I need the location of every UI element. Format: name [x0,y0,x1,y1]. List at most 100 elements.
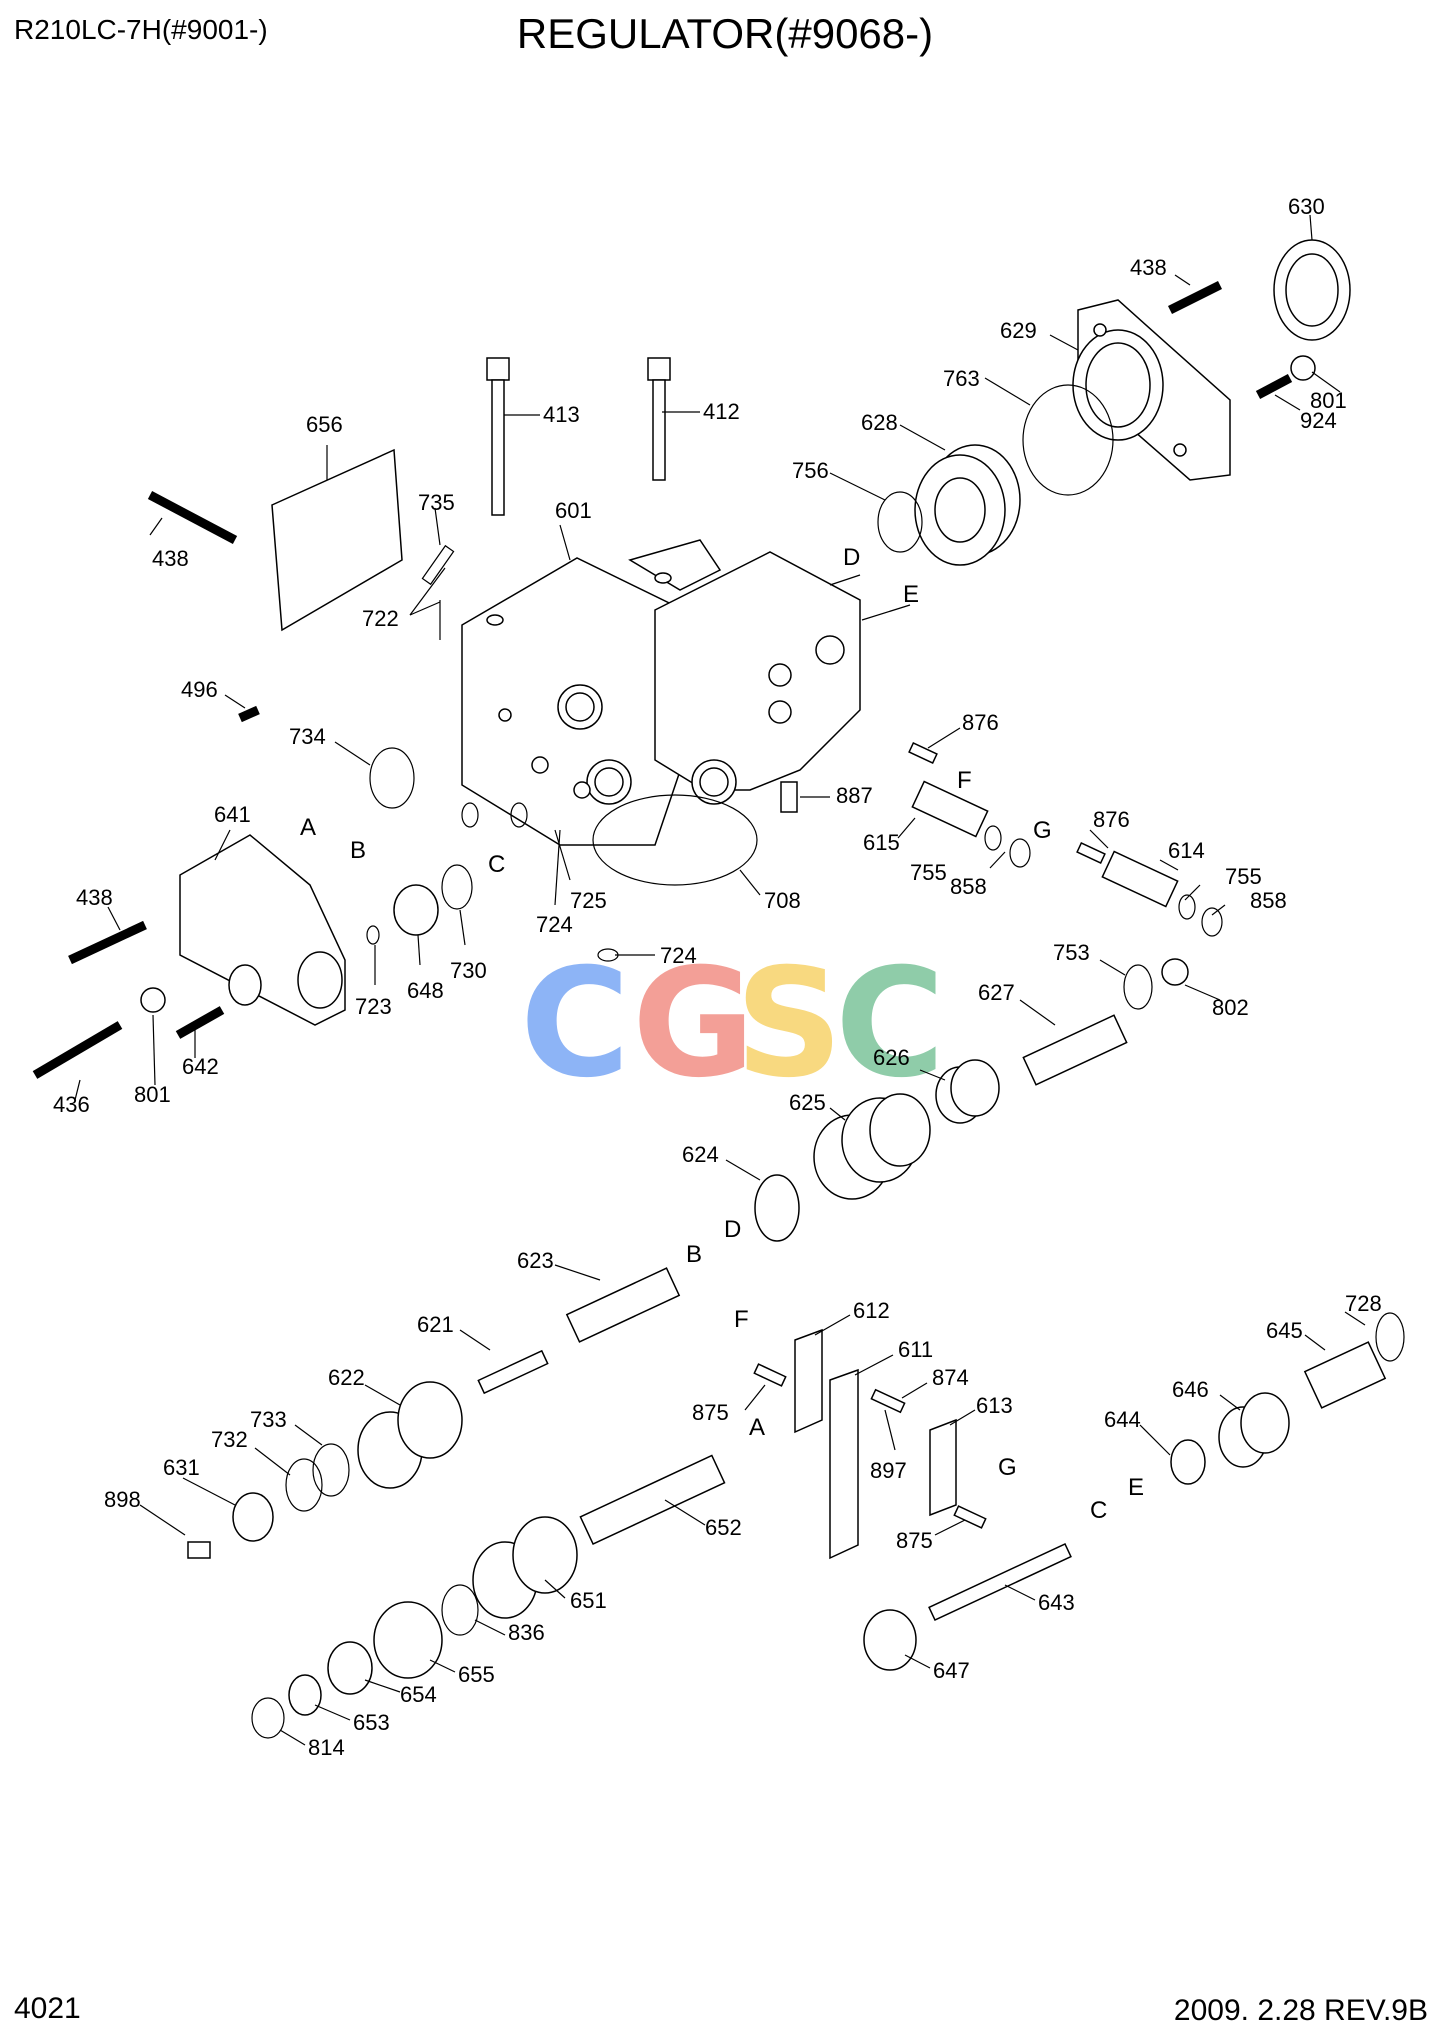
part-label: 755 [1225,864,1262,889]
nut-801-cover [140,987,166,1013]
part-label: 611 [898,1337,933,1362]
part-label: 601 [555,498,592,523]
part-label: 652 [705,1515,742,1540]
part-label: 897 [870,1458,907,1483]
stopper-631 [232,1492,274,1542]
o-ring-724-a [461,802,479,828]
part-label: 653 [353,1710,390,1735]
bolt-438-top [1167,280,1223,315]
model-code: R210LC-7H(#9001-) [14,14,268,45]
spring-seat-653 [288,1674,322,1716]
backup-ring-858-b [1201,907,1223,937]
watermark-letter: C [520,937,630,1111]
adjust-plug-645 [1303,1341,1387,1409]
page-title: REGULATOR(#9068-) [516,10,934,57]
part-label: 626 [873,1045,910,1070]
part-label: 763 [943,366,980,391]
part-label: 728 [1345,1291,1382,1316]
cover-629 [1072,299,1231,481]
part-label: 733 [250,1407,287,1432]
lever-612 [794,1328,823,1434]
part-label: 615 [863,830,900,855]
ref-letter: B [686,1241,702,1268]
watermark-letter: C [835,937,945,1111]
spring-626 [935,1059,1000,1124]
part-label: 654 [400,1682,437,1707]
part-label: 708 [764,888,801,913]
part-label: 735 [418,490,455,515]
o-ring-723 [366,925,380,945]
part-label: 614 [1168,838,1205,863]
piston-648 [393,884,439,936]
part-label: 628 [861,410,898,435]
part-label: 625 [789,1090,826,1115]
o-ring-735 [421,544,455,586]
pin-621 [477,1349,549,1395]
plug-496 [238,705,260,723]
part-label: 753 [1053,940,1090,965]
watermark: C G S C [520,937,945,1111]
shaft-643 [928,1542,1072,1622]
spool-627 [1022,1014,1128,1086]
part-label: 858 [1250,888,1287,913]
part-label: 724 [536,912,573,937]
part-label: 801 [1310,388,1347,413]
part-label: 756 [792,458,829,483]
part-label: 623 [517,1248,554,1273]
part-label: 755 [910,860,947,885]
page-number: 4021 [14,1992,81,2025]
set-screw-924 [1255,374,1293,399]
set-screw-642 [175,1006,225,1039]
part-label: 631 [163,1455,200,1480]
part-label: 836 [508,1620,545,1645]
ref-letter: C [1090,1497,1107,1524]
part-label: 648 [407,978,444,1003]
spool-652 [579,1454,726,1546]
stopper-644 [1170,1439,1206,1485]
pin-876-upper [908,741,938,765]
spring-625 [813,1093,931,1200]
cover-641 [179,834,346,1026]
ref-letter: A [300,814,316,841]
part-label: 732 [211,1427,248,1452]
piston-615 [911,780,989,838]
regulator-body-601 [461,539,861,846]
o-ring-755-b [1178,894,1196,920]
o-ring-763 [1022,384,1114,496]
watermark-letter: G [632,937,755,1111]
ref-letter: B [350,837,366,864]
part-label: 655 [458,1662,495,1687]
part-label: 730 [450,958,487,983]
part-label: 887 [836,783,873,808]
part-label: 630 [1288,194,1325,219]
part-label: 644 [1104,1407,1141,1432]
pin-898 [187,1541,211,1559]
lever-613 [929,1418,957,1517]
part-label: 621 [417,1312,454,1337]
bolt-413 [486,357,510,516]
part-label: 924 [1300,408,1337,433]
sleeve-622 [357,1381,463,1489]
part-label: 724 [660,943,697,968]
part-label: 496 [181,677,218,702]
part-label: 624 [682,1142,719,1167]
ref-letter: E [1128,1474,1144,1501]
part-label: 814 [308,1735,345,1760]
part-label: 438 [1130,255,1167,280]
o-ring-753 [1123,964,1153,1010]
bolt-436 [32,1021,123,1079]
nut-802 [1161,958,1189,986]
watermark-letter: S [735,937,843,1111]
pin-876-lower [1076,841,1106,865]
sleeve-623 [565,1267,681,1343]
part-label: 722 [362,606,399,631]
ref-letter: G [998,1454,1017,1481]
nut-801-top [1290,355,1316,381]
spring-seat-628 [914,444,1021,566]
piston-614 [1101,850,1179,908]
part-label: 874 [932,1365,969,1390]
o-ring-708 [592,794,758,886]
pin-875-lower [953,1505,987,1529]
bolt-438-cover [68,920,147,965]
